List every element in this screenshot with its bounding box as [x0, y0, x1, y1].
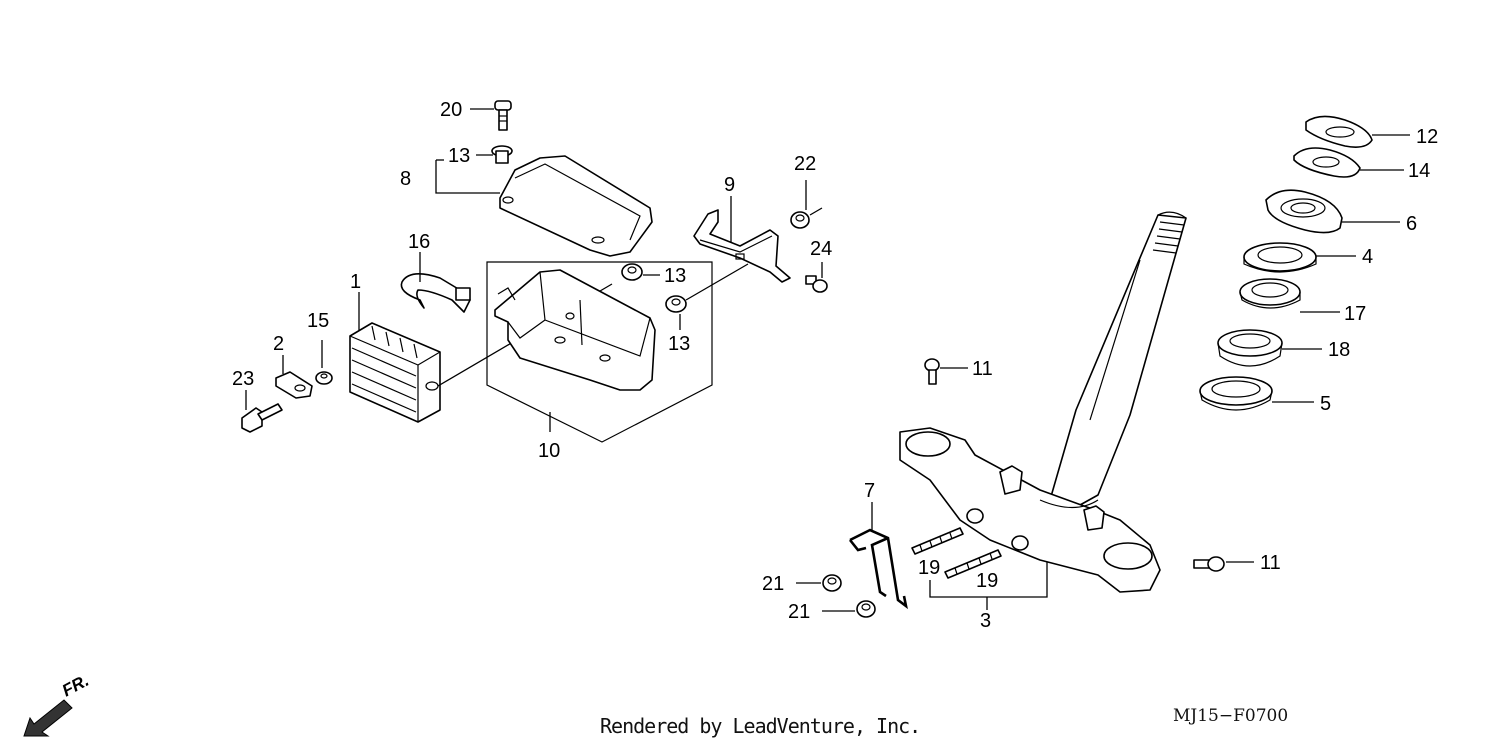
part-5-lower-race[interactable]	[1199, 376, 1273, 411]
callout-14: 14	[1408, 160, 1430, 182]
callout-13-top: 13	[448, 145, 470, 167]
callout-16: 16	[408, 231, 430, 253]
part-12-lock-washer[interactable]	[1305, 115, 1373, 148]
callout-19-b: 19	[976, 570, 998, 592]
part-20-bolt[interactable]	[494, 100, 512, 131]
part-11-bolt-lower[interactable]	[1193, 556, 1225, 572]
part-17-bearing[interactable]	[1239, 278, 1301, 309]
callout-1: 1	[350, 271, 361, 293]
part-8-cover[interactable]	[499, 155, 653, 257]
part-2-stay[interactable]	[275, 371, 313, 399]
part-6-stem-nut[interactable]	[1265, 189, 1343, 234]
callout-13-mid: 13	[664, 265, 686, 287]
callout-10: 10	[538, 440, 560, 462]
callout-19-a: 19	[918, 557, 940, 579]
part-24-screw[interactable]	[805, 275, 828, 293]
callout-17: 17	[1344, 303, 1366, 325]
callout-2: 2	[273, 333, 284, 355]
callout-20: 20	[440, 99, 462, 121]
part-3-steering-stem[interactable]	[899, 211, 1187, 593]
render-credit: Rendered by LeadVenture, Inc.	[600, 714, 921, 738]
part-11-bolt-upper[interactable]	[924, 358, 940, 385]
part-10-bracket[interactable]	[494, 269, 656, 391]
callout-12: 12	[1416, 126, 1438, 148]
part-19-stud-a[interactable]	[911, 527, 964, 555]
callout-11-upper: 11	[972, 358, 993, 380]
callout-7: 7	[864, 480, 875, 502]
part-14-washer[interactable]	[1293, 147, 1361, 178]
callout-21-a: 21	[762, 573, 784, 595]
figure-code: MJ15−F0700	[1173, 706, 1289, 726]
front-direction-arrow-icon	[23, 699, 73, 737]
callout-23: 23	[232, 368, 254, 390]
part-1-regulator[interactable]	[349, 322, 441, 423]
part-7-clip[interactable]	[848, 528, 908, 610]
callout-9: 9	[724, 174, 735, 196]
part-4-bearing-race[interactable]	[1243, 242, 1317, 273]
part-16-band[interactable]	[400, 273, 471, 313]
callout-15: 15	[307, 310, 329, 332]
callout-6: 6	[1406, 213, 1417, 235]
callout-24: 24	[810, 238, 832, 260]
part-15-nut[interactable]	[315, 371, 333, 385]
part-23-bolt[interactable]	[241, 403, 283, 433]
callout-8: 8	[400, 168, 411, 190]
callout-box-10	[486, 261, 713, 443]
callout-13-low: 13	[668, 333, 690, 355]
part-13-grommet-low[interactable]	[665, 295, 687, 313]
callout-22: 22	[794, 153, 816, 175]
part-21-nut-a[interactable]	[822, 574, 842, 592]
callout-11-lower: 11	[1260, 552, 1281, 574]
part-21-nut-b[interactable]	[856, 600, 876, 618]
part-18-dust-seal[interactable]	[1217, 329, 1283, 367]
callout-18: 18	[1328, 339, 1350, 361]
part-22-nut[interactable]	[790, 211, 810, 229]
callout-21-b: 21	[788, 601, 810, 623]
callout-3: 3	[980, 610, 991, 632]
part-19-stud-b[interactable]	[944, 549, 1002, 579]
part-9-stay[interactable]	[693, 209, 791, 283]
part-13-grommet-top[interactable]	[491, 145, 513, 164]
part-13-grommet-mid[interactable]	[621, 263, 643, 281]
callout-4: 4	[1362, 246, 1373, 268]
callout-5: 5	[1320, 393, 1331, 415]
